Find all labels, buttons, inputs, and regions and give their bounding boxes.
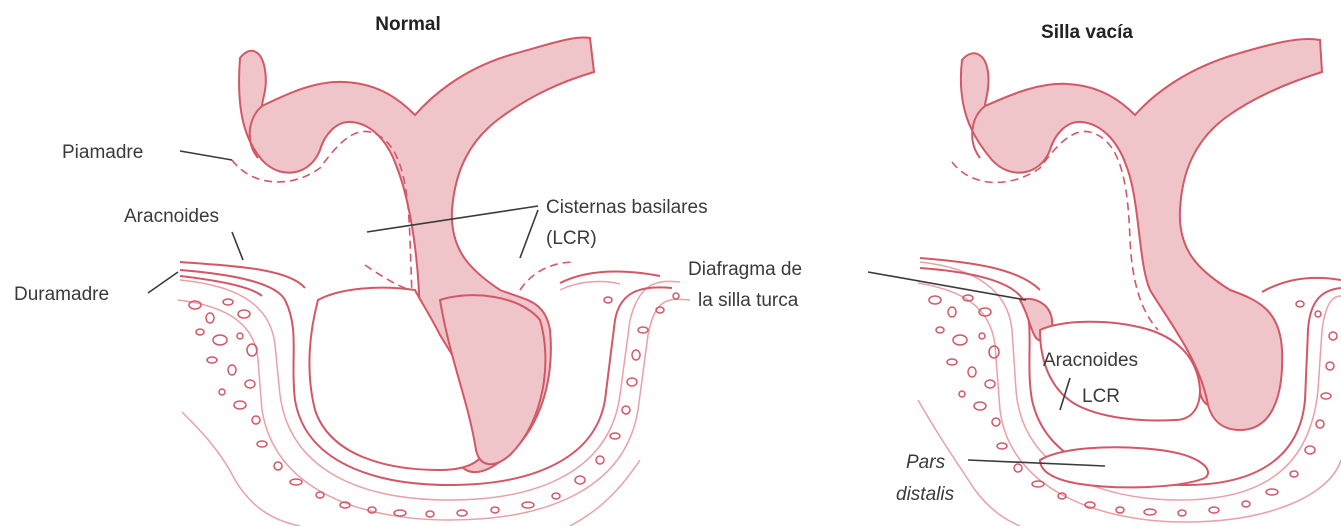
label-cisternas-line2: (LCR) xyxy=(546,228,597,249)
label-pars-line1: Pars xyxy=(906,452,946,473)
pars-distalis xyxy=(1040,447,1208,487)
label-cisternas-line1: Cisternas basilares xyxy=(546,197,708,218)
label-piamadre: Piamadre xyxy=(62,142,143,163)
label-aracnoides-empty: Aracnoides xyxy=(1043,350,1138,371)
label-diafragma-line1: Diafragma de xyxy=(688,259,802,280)
label-lcr: LCR xyxy=(1082,386,1120,407)
label-pars-line2: distalis xyxy=(896,484,955,505)
normal-title: Normal xyxy=(375,14,440,35)
label-aracnoides-normal: Aracnoides xyxy=(124,206,219,227)
normal-panel xyxy=(148,37,690,526)
empty-sella-title: Silla vacía xyxy=(1041,22,1133,43)
label-duramadre: Duramadre xyxy=(14,284,109,305)
label-diafragma-line2: la silla turca xyxy=(698,290,799,311)
